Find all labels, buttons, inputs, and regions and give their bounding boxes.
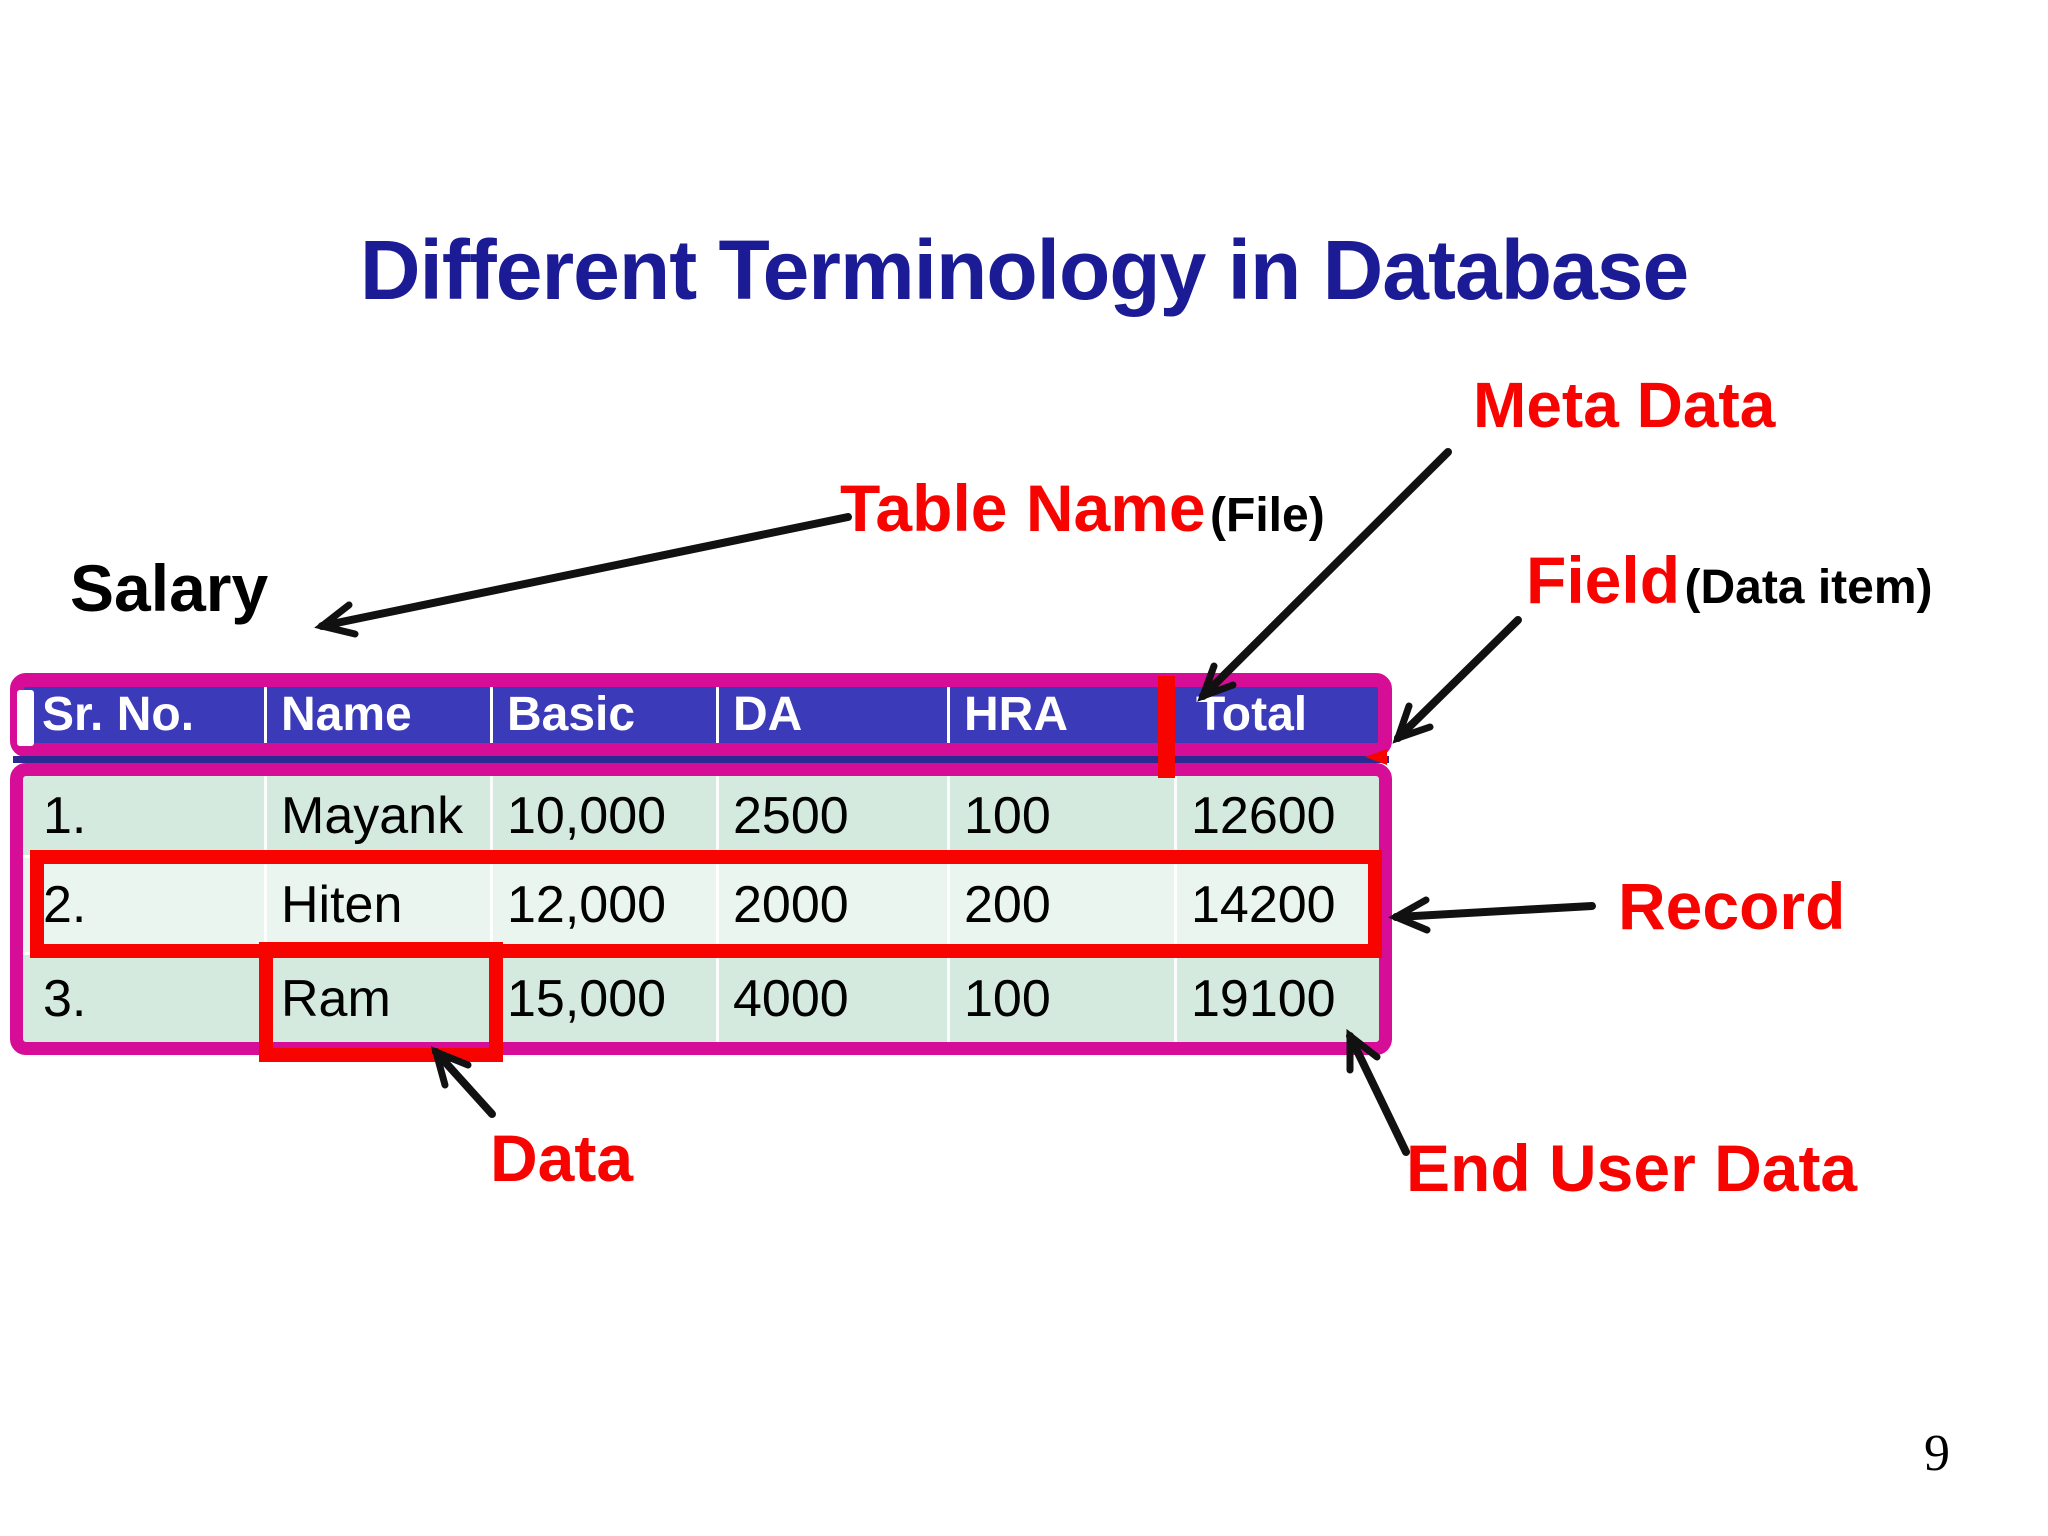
annotation-table-name-main: Table Name [840,471,1206,545]
arrow-field [1392,616,1522,744]
salary-table-body: 1. Mayank 10,000 2500 100 12600 2. Hiten… [23,776,1379,1042]
table-header-highlight-box: Sr. No. Name Basic DA HRA Total [10,673,1392,757]
table-cell: Mayank [264,776,490,855]
page-number: 9 [1924,1425,1950,1482]
column-header-basic: Basic [490,687,716,743]
arrow-table-name [314,513,852,638]
table-cell: 100 [947,955,1174,1042]
table-cell: 12600 [1174,776,1379,855]
table-cell: 3. [43,969,87,1028]
table-cell: 100 [947,776,1174,855]
table-name-value: Salary [70,551,269,625]
slide-title: Different Terminology in Database [359,223,1689,317]
annotation-table-name-suffix: (File) [1210,489,1325,542]
table-cell: 2500 [716,776,947,855]
annotation-record: Record [1618,869,1846,943]
table-cell: 2000 [716,858,947,952]
column-header-da: DA [716,687,947,743]
annotation-field-main: Field [1526,543,1681,617]
data-highlight-box [259,942,503,1062]
column-header-total: Total [1196,688,1308,741]
table-cell: 12,000 [490,858,716,952]
annotation-table-name: Table Name (File) [840,470,1325,546]
header-left-notch [17,690,34,746]
annotation-field: Field (Data item) [1526,542,1933,618]
column-header-name: Name [264,687,490,743]
table-cell: 200 [947,858,1174,952]
table-row-1: 1. Mayank 10,000 2500 100 12600 [23,776,1379,855]
table-row-3: 3. Ram 15,000 4000 100 19100 [23,955,1379,1042]
field-highlight-bar [1158,676,1175,778]
table-cell: 14200 [1174,858,1379,952]
column-header-sr-no: Sr. No. [42,688,195,741]
table-cell: 19100 [1174,955,1379,1042]
table-divider-line [13,756,1389,763]
record-highlight-box [30,850,1382,958]
table-cell: Hiten [264,858,490,952]
table-cell: 10,000 [490,776,716,855]
arrow-record [1388,896,1596,934]
table-cell: 4000 [716,955,947,1042]
table-cell: 1. [43,786,87,845]
table-data-highlight-box: 1. Mayank 10,000 2500 100 12600 2. Hiten… [10,763,1392,1055]
annotation-end-user-data: End User Data [1406,1131,1858,1205]
annotation-meta-data: Meta Data [1473,369,1776,441]
table-cell: 15,000 [490,955,716,1042]
annotation-field-suffix: (Data item) [1684,561,1933,614]
annotation-data: Data [490,1121,634,1195]
table-cell: Ram [264,955,490,1042]
column-header-hra: HRA [947,687,1174,743]
table-cell: 2. [43,876,87,934]
